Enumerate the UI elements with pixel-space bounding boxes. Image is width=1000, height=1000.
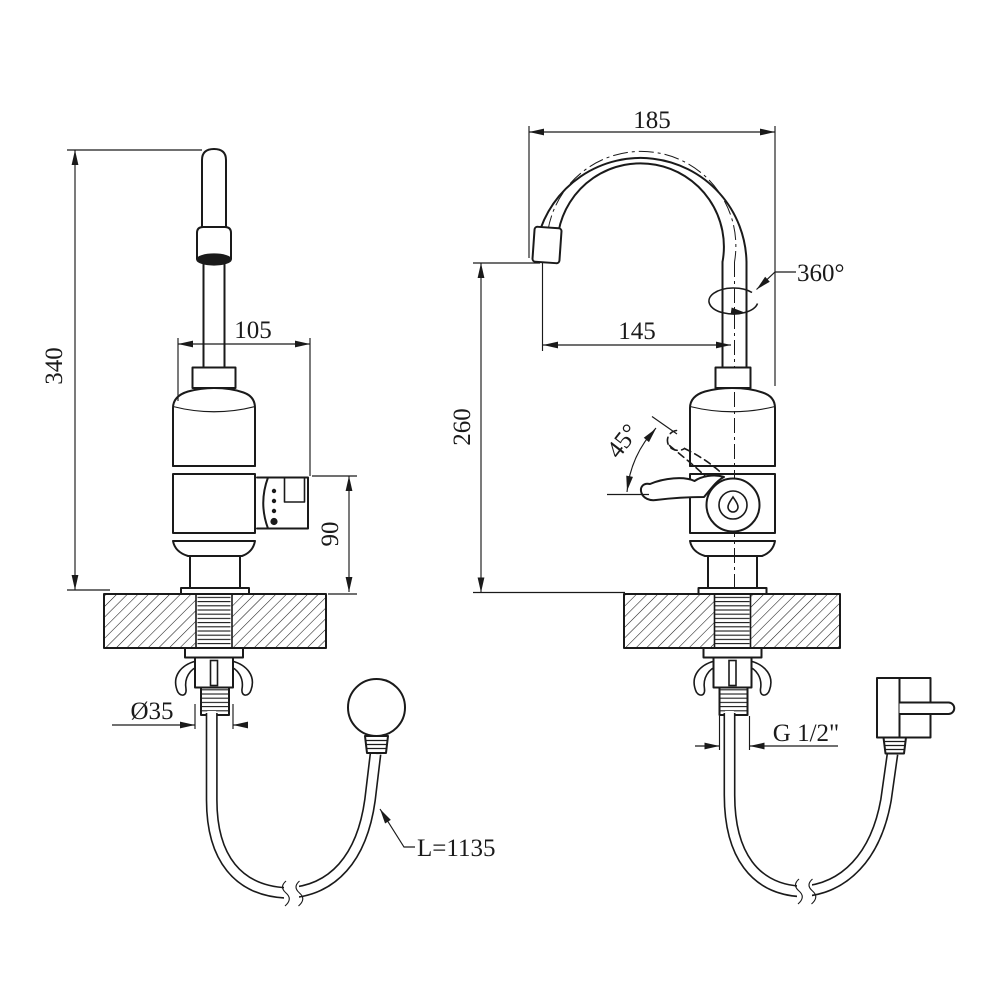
dim-340-lines xyxy=(67,149,202,591)
tail-thread-side xyxy=(719,687,748,715)
dim-outlet-height-label: 260 xyxy=(449,408,476,446)
countertop-hatch-right2 xyxy=(750,594,840,648)
spout-pipe-lower xyxy=(202,263,226,369)
plug-pin xyxy=(899,701,956,715)
aerator-mesh xyxy=(196,253,232,266)
countertop-hatch-left xyxy=(104,594,196,648)
hose-break-gap-side xyxy=(797,877,812,905)
shank-hole-edges-side xyxy=(713,593,752,649)
dim-connection-thread-label: G 1/2" xyxy=(773,720,839,747)
side-control-block xyxy=(256,476,309,530)
countertop-hatch-right xyxy=(232,594,326,648)
side-control-window xyxy=(283,476,306,503)
wing-left-side xyxy=(693,660,719,696)
dim-shank-diameter-label: Ø35 xyxy=(130,698,173,725)
countertop-hatch-left2 xyxy=(624,594,715,648)
shank-thread-side xyxy=(715,595,750,647)
body-lower xyxy=(172,465,256,557)
gooseneck-inner xyxy=(557,162,725,263)
under-flange-side xyxy=(702,647,763,659)
riser-pipe xyxy=(721,261,748,369)
side-view xyxy=(531,150,956,905)
dim-swivel-angle-label: 360° xyxy=(797,260,845,287)
lever-raised-phantom xyxy=(666,429,724,478)
wing-right xyxy=(227,660,254,696)
side-control-curve xyxy=(262,476,269,530)
dim-lever-angle-label: 45° xyxy=(602,419,645,463)
indicator-dots xyxy=(270,488,278,526)
wing-nut-body xyxy=(194,656,234,689)
body-dome xyxy=(172,387,256,467)
dim-260-lines xyxy=(473,262,625,594)
dim-105-lines xyxy=(177,338,311,476)
wing-nut-slot xyxy=(209,659,219,687)
medallion xyxy=(705,477,761,533)
dim-45-extensions xyxy=(607,416,678,496)
hose-break-mark xyxy=(281,880,304,907)
hose-break-gap xyxy=(284,879,299,907)
shank-thread xyxy=(197,595,231,647)
countertop-outline-side xyxy=(623,593,841,649)
dim-total-height-label: 340 xyxy=(41,347,68,385)
body-dome-face xyxy=(172,405,256,413)
power-plug xyxy=(876,677,956,755)
dim-90-lines xyxy=(312,475,357,595)
tail-thread xyxy=(201,687,229,715)
dimension-annotations xyxy=(67,126,838,848)
ball-gland-threads xyxy=(366,739,387,750)
front-view xyxy=(103,148,406,907)
dim-control-height-label: 90 xyxy=(317,522,344,547)
droplet-icon xyxy=(727,495,739,513)
wing-nut-slot-side xyxy=(728,659,737,687)
float-ball xyxy=(347,678,406,737)
dim-spout-reach-label: 145 xyxy=(618,318,656,345)
hose-break-mark-side xyxy=(794,878,817,905)
dim-hose-length-label: L=1135 xyxy=(417,835,495,862)
wing-left xyxy=(174,660,201,696)
shank-hole-edges xyxy=(195,593,233,649)
gooseneck-outer xyxy=(537,157,748,263)
dimension-labels: 340 105 90 Ø35 L=1135 185 360° 145 260 4… xyxy=(41,107,845,862)
dim-overall-width-label: 185 xyxy=(633,107,671,134)
body-dome-face-side xyxy=(689,405,776,413)
lever-handle xyxy=(640,474,725,502)
spout-nozzle xyxy=(531,225,563,265)
spout-connector-side xyxy=(714,366,752,389)
under-flange xyxy=(184,647,244,659)
wing-nut-body-side xyxy=(712,656,753,689)
wing-right-side xyxy=(746,660,772,696)
neck-side xyxy=(707,555,758,589)
hose-front xyxy=(205,713,382,900)
neck xyxy=(189,555,241,589)
dim-body-width-label: 105 xyxy=(234,317,272,344)
spout-connector xyxy=(191,366,237,389)
centerline xyxy=(547,150,737,590)
body-dome-side xyxy=(689,387,776,467)
body-lower-side xyxy=(689,465,776,557)
aerator-collar xyxy=(196,226,232,260)
dim-145-lines xyxy=(541,263,731,351)
leader-swivel xyxy=(756,271,796,290)
medallion-inner-ring xyxy=(718,490,748,520)
swivel-ellipse xyxy=(708,287,759,315)
dim-185-lines xyxy=(528,126,776,386)
countertop-outline xyxy=(103,593,327,649)
spout-pipe xyxy=(201,148,227,228)
